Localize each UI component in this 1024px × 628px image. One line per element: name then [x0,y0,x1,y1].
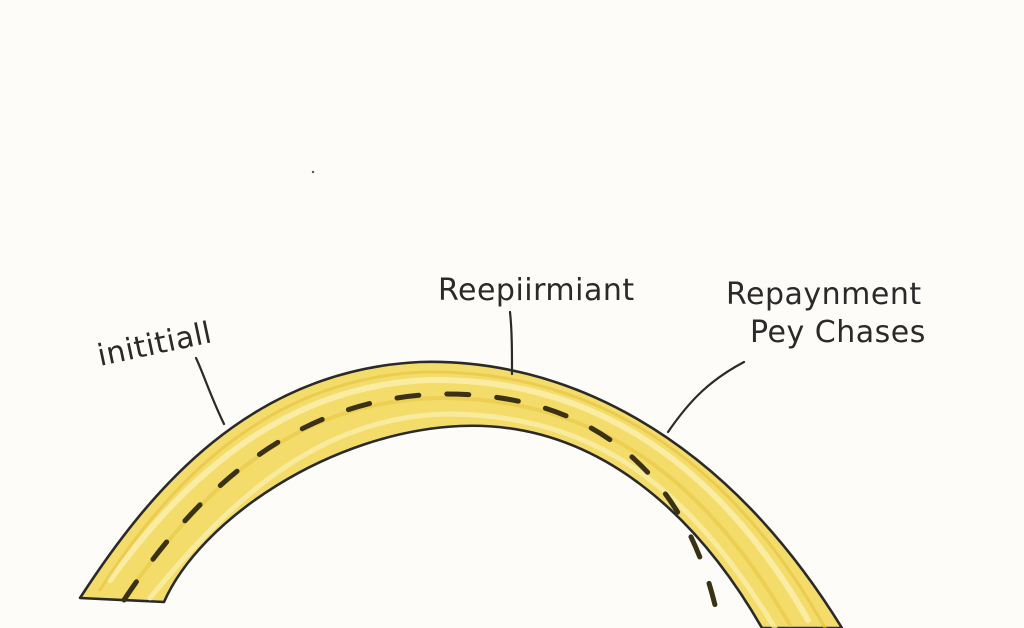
leader-line-initial [194,356,226,426]
curved-road [78,360,844,628]
leader-line-right [666,360,746,434]
road-center-dashes [121,391,723,628]
road-texture-2 [128,395,792,627]
road-texture-1 [107,376,811,623]
label-middle: Reepiirmiant [438,273,635,308]
label-right-line2: Pey Chases [750,315,926,350]
label-initial: inititiall [94,315,215,373]
leader-line-middle [508,310,514,376]
ink-speck [311,170,315,174]
road-texture-3 [147,411,778,628]
road-texture-4 [98,370,827,628]
label-right-line1: Repaynment [726,277,922,312]
